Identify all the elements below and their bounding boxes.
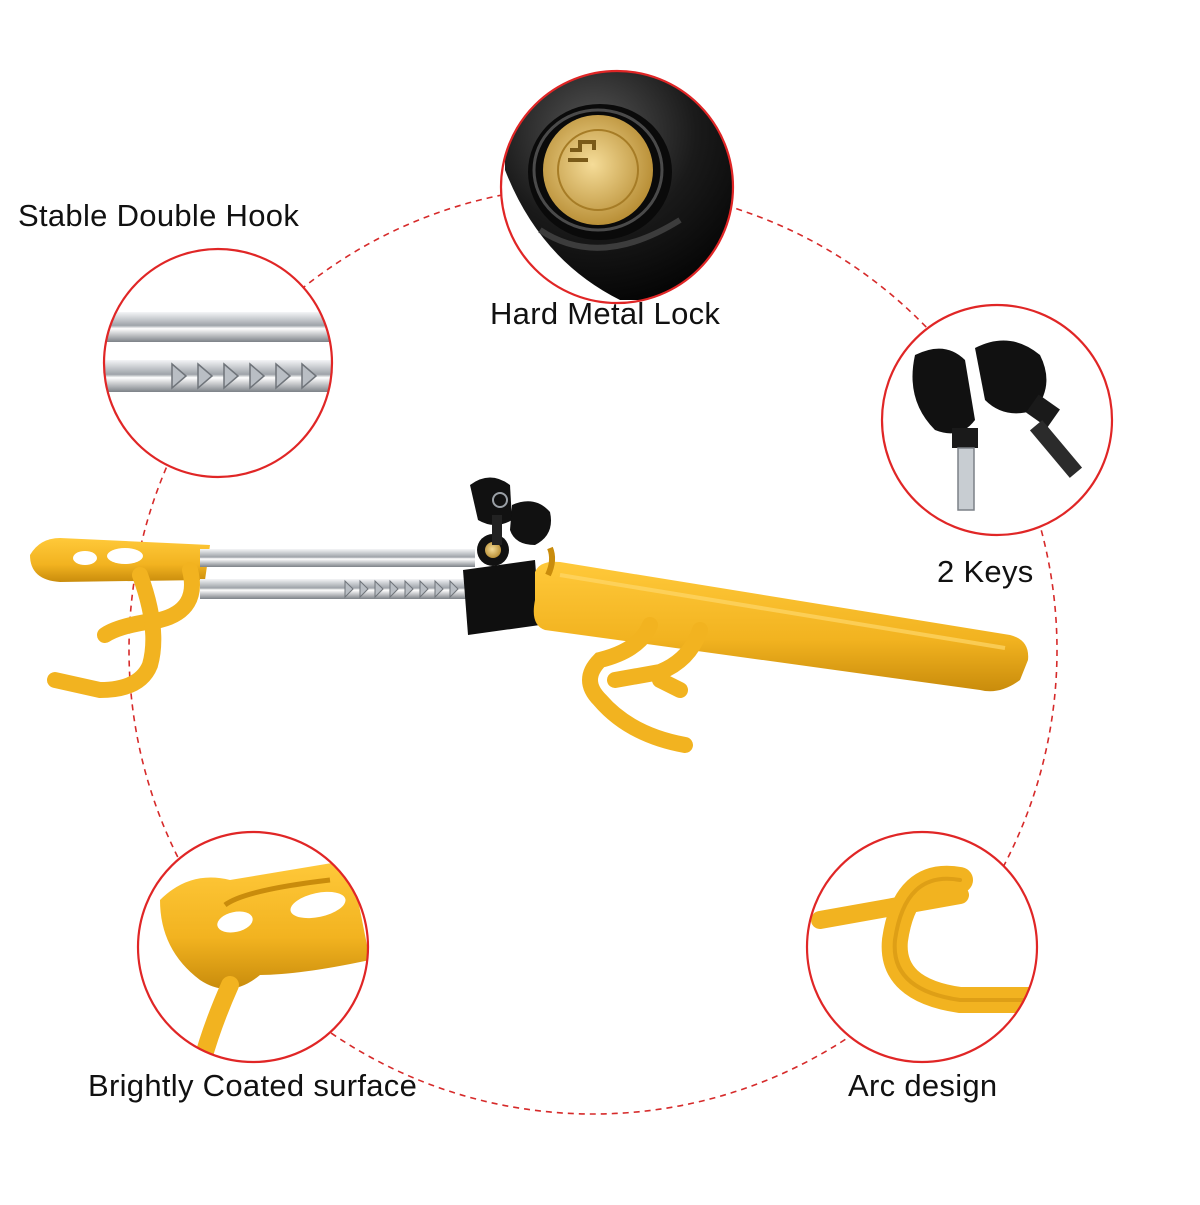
arc-design-detail-circle <box>805 830 1039 1064</box>
dashed-guide-circle <box>128 185 1058 1115</box>
keys-detail-circle <box>880 303 1114 537</box>
double-hook-label: Stable Double Hook <box>18 198 300 233</box>
metal-lock-detail-circle <box>499 69 735 305</box>
coated-surface-detail-circle <box>136 830 370 1064</box>
keys-label: 2 Keys <box>937 554 1034 589</box>
arc-design-label: Arc design <box>848 1068 998 1103</box>
coated-surface-label: Brightly Coated surface <box>88 1068 418 1103</box>
double-hook-detail-circle <box>102 247 334 479</box>
metal-lock-label: Hard Metal Lock <box>490 296 721 331</box>
steering-wheel-lock-illustration <box>30 477 1029 753</box>
